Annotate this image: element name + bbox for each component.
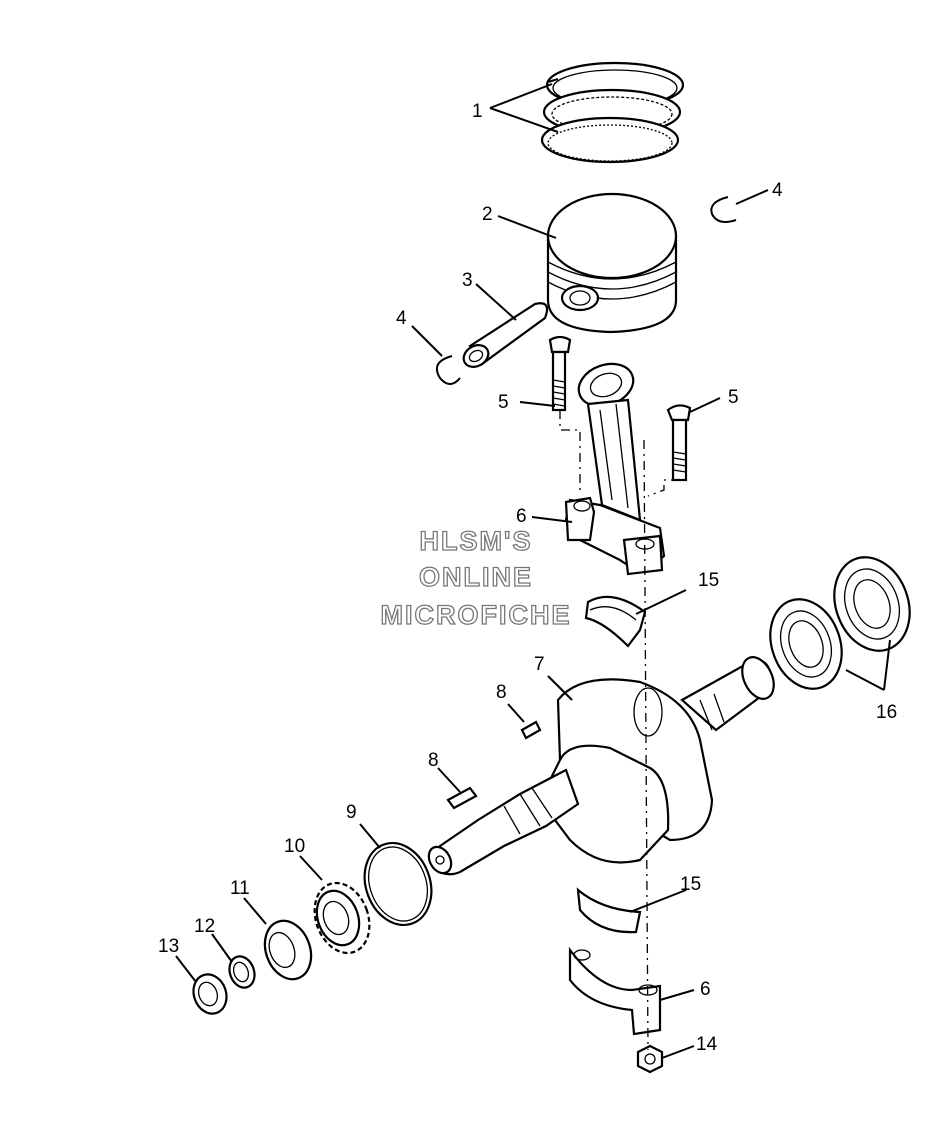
circlip-right[interactable] [710,196,737,223]
callout-2: 2 [482,204,493,225]
callout-11: 11 [230,878,250,899]
callout-3: 3 [462,270,473,291]
watermark-line2: ONLINE [419,562,533,592]
piston-rings[interactable] [540,61,685,164]
callout-6-upper: 6 [516,506,527,527]
watermark-line3: MICROFICHE [381,600,572,630]
lock-washer[interactable] [225,953,258,991]
flywheel-nut[interactable] [188,970,232,1019]
callout-4-left: 4 [396,308,407,329]
callout-8-lower: 8 [428,750,439,771]
callout-5-right: 5 [728,387,739,408]
callout-16: 16 [876,702,897,723]
callout-15-lower: 15 [680,874,701,895]
callout-9: 9 [346,802,357,823]
conrod-bolt-left[interactable] [548,335,572,412]
crankshaft[interactable] [424,652,780,877]
conrod-cap-upper[interactable] [564,496,664,576]
callout-8-upper: 8 [496,682,507,703]
wrist-pin[interactable] [460,302,549,371]
timing-sprocket[interactable] [305,875,378,960]
bearing-shell-lower[interactable] [576,887,642,934]
conrod-cap-lower[interactable] [568,946,662,1036]
callout-1: 1 [472,101,483,122]
slotted-nut[interactable] [257,914,319,985]
main-bearing-inner[interactable] [758,589,853,699]
circlip-left[interactable] [436,355,461,385]
leader-lines [175,83,891,1059]
callout-14: 14 [696,1034,718,1055]
callout-7: 7 [534,654,545,675]
bearing-shell-upper[interactable] [584,595,647,648]
watermark-line1: HLSM'S [420,526,533,556]
callout-labels: 1 2 3 4 4 5 5 6 6 7 8 8 9 10 11 12 13 14… [158,101,897,1055]
callout-13: 13 [158,936,179,957]
woodruff-key-upper[interactable] [520,720,542,740]
piston[interactable] [546,192,678,334]
conrod-bolt-right[interactable] [666,404,692,482]
connecting-rod[interactable] [564,357,666,569]
callout-4-right: 4 [772,180,783,201]
callout-12: 12 [194,916,215,937]
conrod-nut[interactable] [636,1044,664,1074]
watermark: HLSM'S ONLINE MICROFICHE [380,525,572,630]
woodruff-key-lower[interactable] [446,786,478,810]
o-ring[interactable] [354,834,443,935]
callout-15-upper: 15 [698,570,719,591]
callout-5-left: 5 [498,392,509,413]
callout-10: 10 [284,836,305,857]
main-bearing-outer[interactable] [822,547,922,662]
callout-6-lower: 6 [700,979,711,1000]
